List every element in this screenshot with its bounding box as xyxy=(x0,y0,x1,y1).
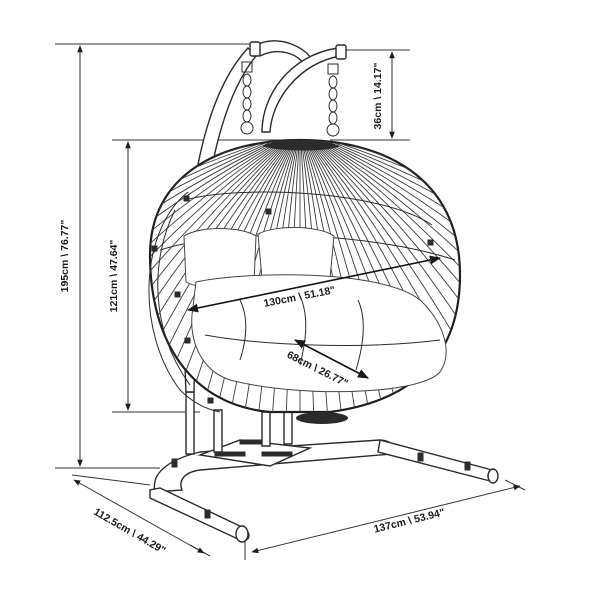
pod-clips xyxy=(151,195,434,404)
wicker-strand xyxy=(299,140,460,375)
wicker-strand xyxy=(150,140,301,329)
base-depth-dimension xyxy=(71,474,211,557)
wicker-strand xyxy=(150,140,301,341)
wicker-strand xyxy=(150,140,301,353)
chain-length-label: 36cm \ 14.17" xyxy=(372,63,384,130)
overall-height-label: 195cm \ 76.77" xyxy=(59,220,71,293)
wicker-strand xyxy=(299,140,460,353)
hanging-chains xyxy=(240,61,340,137)
base-width-label: 137cm \ 53.94" xyxy=(373,506,446,535)
chain-length-dimension xyxy=(330,49,410,141)
overall-height-dimension xyxy=(55,43,260,469)
wicker-strand xyxy=(150,140,301,364)
base-depth-label: 112.5cm \ 44.29" xyxy=(91,506,167,557)
wicker-strand xyxy=(150,140,301,274)
wicker-strand xyxy=(299,140,460,364)
pod-height-label: 121cm \ 47.64" xyxy=(108,240,120,313)
wicker-strand xyxy=(210,140,301,412)
pod-width-dimension xyxy=(186,255,442,313)
base-width-dimension xyxy=(244,479,526,560)
seat-depth-dimension xyxy=(294,339,369,379)
